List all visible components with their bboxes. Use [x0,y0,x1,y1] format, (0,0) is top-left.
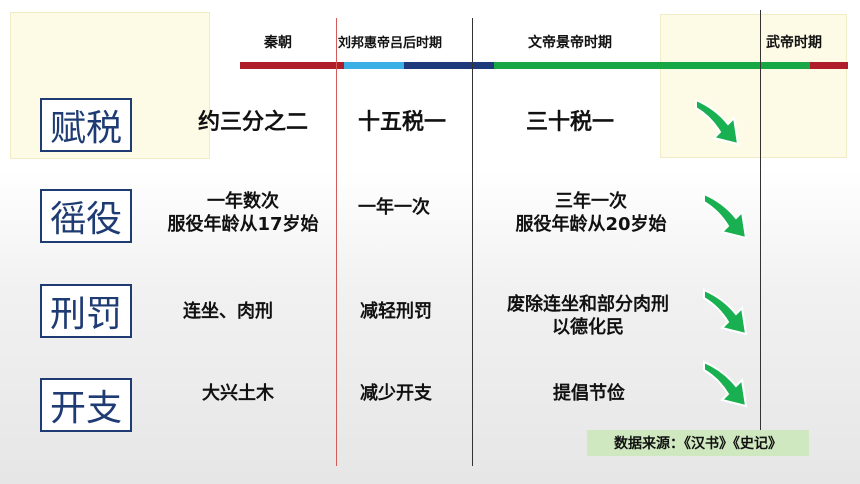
green-arrow-icon [695,98,740,146]
corvee-qin-line2: 服役年龄从17岁始 [167,214,319,235]
source-note: 数据来源：《汉书》《史记》 [587,430,809,456]
divider-red [336,18,337,466]
corvee-qin-line1: 一年数次 [207,191,279,212]
expenditure-liu: 减少开支 [360,383,432,404]
green-arrow-icon [703,360,748,408]
punishment-wen: 废除连坐和部分肉刑 以德化民 [490,293,686,339]
tax-liu: 十五税一 [358,110,447,135]
corvee-qin: 一年数次 服役年龄从17岁始 [157,190,329,236]
punishment-liu: 减轻刑罚 [360,301,432,322]
yellow-note-right [660,14,847,158]
category-punishment: 刑罚 [40,284,132,338]
corvee-wen: 三年一次 服役年龄从20岁始 [505,190,677,236]
punishment-wen-line2: 以德化民 [552,317,624,338]
green-arrow-icon [703,288,748,336]
period-wu: 武帝时期 [766,35,822,51]
corvee-wen-line1: 三年一次 [555,191,627,212]
expenditure-qin: 大兴土木 [202,383,274,404]
divider-right [760,10,761,440]
divider-black [472,18,473,466]
timeline-bar-wu [810,62,848,69]
tax-qin: 约三分之二 [198,110,309,135]
timeline-bar-wen [494,62,810,69]
timeline-bar-qin [240,62,344,69]
timeline-bar-liu-dark [404,62,494,69]
period-qin: 秦朝 [264,35,292,51]
corvee-liu: 一年一次 [358,197,430,218]
tax-wen: 三十税一 [526,110,615,135]
category-expenditure: 开支 [40,378,132,432]
green-arrow-icon [703,192,748,240]
expenditure-wen: 提倡节俭 [553,383,625,404]
punishment-wen-line1: 废除连坐和部分肉刑 [507,294,669,315]
category-tax: 赋税 [40,98,132,152]
period-wen: 文帝景帝时期 [528,35,612,51]
punishment-qin: 连坐、肉刑 [183,301,273,322]
period-liu: 刘邦惠帝吕后时期 [338,36,443,51]
timeline-bar-liu-light [344,62,404,69]
category-corvee: 徭役 [40,189,132,243]
corvee-wen-line2: 服役年龄从20岁始 [515,214,667,235]
